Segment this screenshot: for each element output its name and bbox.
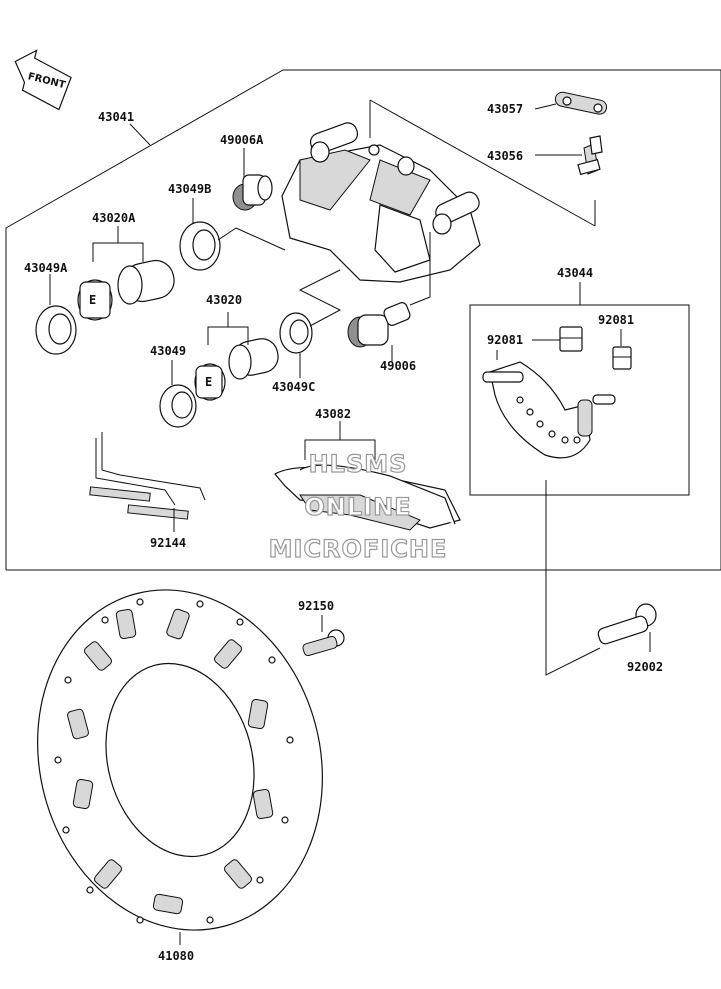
label-92144: 92144 [150, 536, 186, 550]
bolt-92150 [302, 629, 345, 657]
label-43049A: 43049A [24, 261, 68, 275]
spring-92144 [89, 432, 206, 520]
label-43057: 43057 [487, 102, 523, 116]
label-43049C: 43049C [272, 380, 315, 394]
label-92081-left: 92081 [487, 333, 523, 347]
bleeder-cap-43057 [554, 91, 608, 115]
brake-disc-41080 [37, 589, 323, 931]
label-43056: 43056 [487, 149, 523, 163]
piston-43020-b [228, 338, 279, 380]
seal-43049C [279, 312, 313, 354]
bleeder-valve-43056 [577, 135, 603, 176]
label-43041: 43041 [98, 110, 134, 124]
front-arrow-icon: FRONT [14, 49, 72, 111]
watermark-line-3: MICROFICHE [269, 535, 448, 563]
watermark-line-1: HLSMS [309, 450, 408, 478]
caliper-body [281, 99, 596, 283]
leader-92002 [545, 480, 601, 676]
leader-43049B-ref2 [235, 227, 286, 251]
bracket-43020 [207, 326, 249, 345]
label-43049B: 43049B [168, 182, 211, 196]
leader-43049B-ref [217, 227, 237, 241]
label-41080: 41080 [158, 949, 194, 963]
label-43082: 43082 [315, 407, 351, 421]
svg-text:E: E [89, 293, 96, 307]
pad-spring-92081-a [559, 326, 583, 352]
leader-43041 [129, 123, 151, 146]
label-49006: 49006 [380, 359, 416, 373]
label-92081-right: 92081 [598, 313, 634, 327]
brake-pads-43082 [274, 464, 461, 531]
label-92150: 92150 [298, 599, 334, 613]
leader-43057 [534, 103, 557, 110]
label-43049: 43049 [150, 344, 186, 358]
seal-43049B [179, 221, 221, 271]
leader-49006-ref [409, 232, 431, 306]
label-43044: 43044 [557, 266, 593, 280]
piston-43020A-b [117, 259, 175, 305]
leader-43049C-ref [298, 269, 342, 327]
seal-43049A [35, 305, 77, 355]
label-92002: 92002 [627, 660, 663, 674]
pin-49006 [347, 302, 411, 348]
disc-vent-slots [67, 608, 274, 915]
part-labels: 43041 43057 43056 49006A 43049B 43020A 4… [24, 102, 663, 963]
piston-43020A-a: E [77, 279, 113, 321]
caliper-bracket-43044 [482, 361, 616, 459]
watermark-line-2: ONLINE [304, 493, 411, 521]
label-43020: 43020 [206, 293, 242, 307]
bolt-92002 [597, 603, 657, 645]
svg-text:E: E [205, 375, 212, 389]
disc-holes [54, 598, 294, 924]
seal-43049 [159, 384, 197, 428]
bracket-43020A [92, 242, 144, 262]
boot-49006A [232, 174, 273, 211]
watermark: HLSMS ONLINE MICROFICHE [268, 449, 448, 563]
pad-spring-92081-b [612, 346, 632, 370]
label-43020A: 43020A [92, 211, 136, 225]
label-49006A: 49006A [220, 133, 264, 147]
piston-43020-a: E [194, 363, 226, 401]
